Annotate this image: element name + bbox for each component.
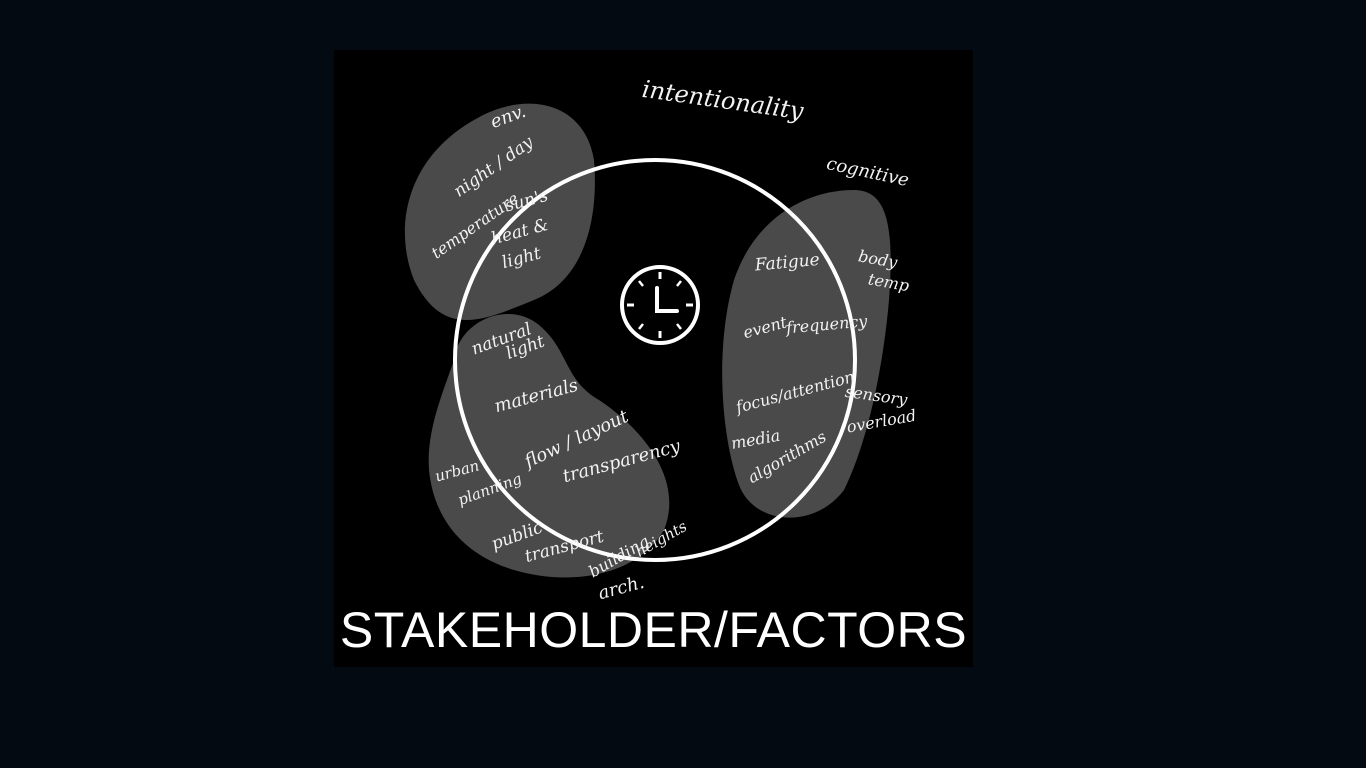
main-circle [453, 158, 857, 562]
diagram-caption: STAKEHOLDER/FACTORS [339, 602, 968, 658]
center-label: intentionality [640, 75, 805, 125]
clock-icon [620, 265, 700, 345]
arch-label: arch. [596, 572, 647, 604]
arch-blob [428, 313, 670, 578]
cognitive-blob [722, 190, 891, 518]
env-blob [404, 103, 595, 320]
cognitive-label: cognitive [825, 153, 911, 191]
stakeholder-factors-diagram: intentionality env. night / day temperat… [404, 75, 918, 604]
diagram-slide: intentionality env. night / day temperat… [334, 50, 973, 667]
